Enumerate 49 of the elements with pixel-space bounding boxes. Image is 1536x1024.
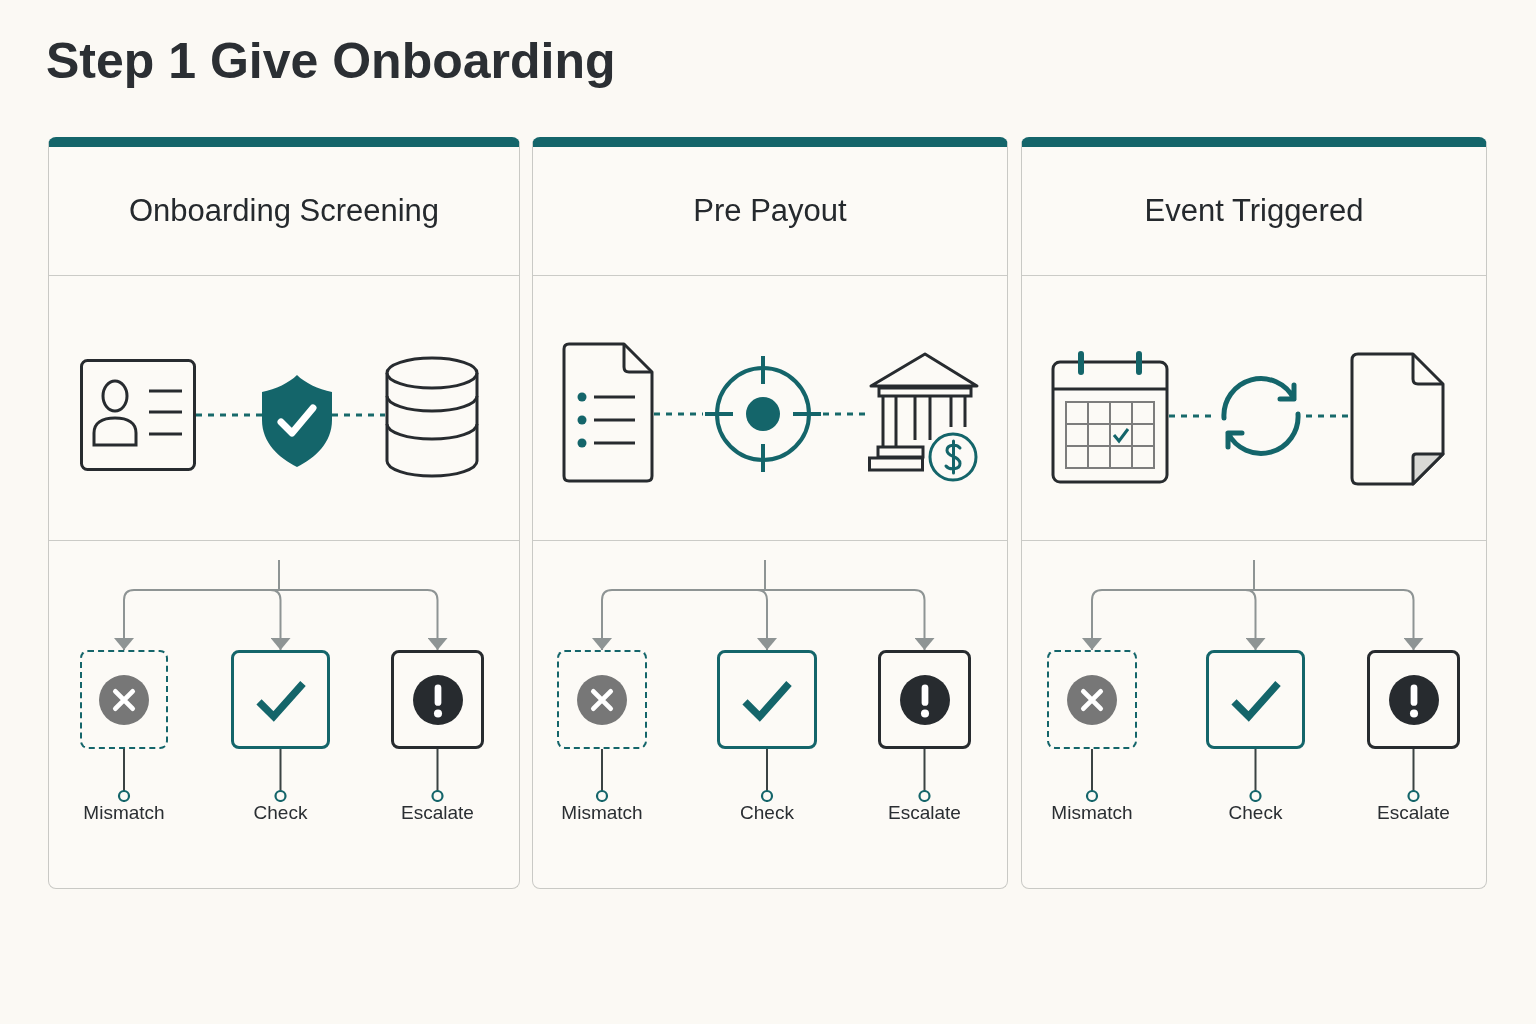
pin-line <box>918 748 931 803</box>
status-label: Check <box>1228 802 1283 824</box>
status-label: Escalate <box>401 802 474 824</box>
shield-check-icon <box>262 375 332 467</box>
status-label: Mismatch <box>561 802 643 824</box>
status-label: Check <box>253 802 308 824</box>
panel-card <box>1021 137 1487 889</box>
document-list-icon <box>562 342 654 483</box>
panel-heading: Onboarding Screening <box>128 193 440 229</box>
panel-card <box>48 137 520 889</box>
dotted-connector <box>823 412 868 416</box>
pin-line <box>1085 748 1099 803</box>
calendar-icon <box>1051 350 1169 484</box>
id-card-icon <box>80 359 196 471</box>
pin-line <box>274 748 287 803</box>
dotted-connector <box>1306 414 1350 418</box>
branch-arrow <box>764 559 935 651</box>
branch-arrow <box>1253 559 1424 651</box>
panel-heading: Pre Payout <box>693 193 847 229</box>
dotted-connector <box>332 413 385 417</box>
status-label: Check <box>740 802 794 824</box>
status-label: Escalate <box>1377 802 1450 824</box>
status-box <box>557 650 647 749</box>
status-label: Mismatch <box>1051 802 1133 824</box>
status-box <box>717 650 817 749</box>
dotted-connector <box>196 413 262 417</box>
branch-arrow <box>278 559 448 651</box>
status-box <box>878 650 971 749</box>
pin-line <box>1407 748 1420 803</box>
status-box <box>231 650 330 749</box>
status-box <box>1367 650 1460 749</box>
pin-line <box>1249 748 1262 803</box>
target-icon <box>703 354 823 474</box>
pin-line <box>431 748 444 803</box>
pin-line <box>595 748 609 803</box>
pin-line <box>117 748 131 803</box>
page-title: Step 1 Give Onboarding <box>46 32 616 90</box>
status-label: Escalate <box>888 802 961 824</box>
status-box <box>1047 650 1137 749</box>
status-label: Mismatch <box>83 802 165 824</box>
database-icon <box>385 356 479 478</box>
status-box <box>1206 650 1305 749</box>
dotted-connector <box>654 412 703 416</box>
pin-line <box>760 748 774 803</box>
panel-card <box>532 137 1008 889</box>
status-box <box>391 650 484 749</box>
status-box <box>80 650 168 749</box>
panel-heading: Event Triggered <box>1144 193 1364 229</box>
document-icon <box>1350 352 1446 486</box>
